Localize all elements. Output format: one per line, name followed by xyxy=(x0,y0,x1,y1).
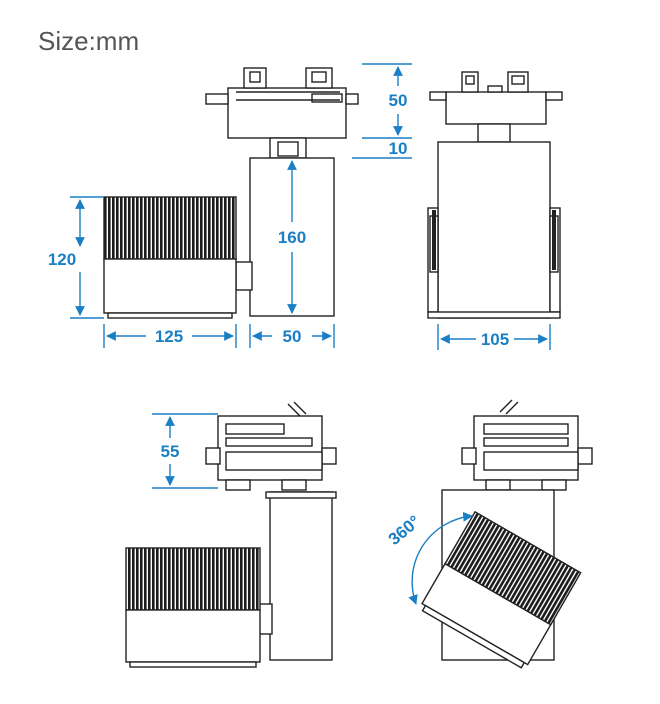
size-title: Size:mm xyxy=(38,26,140,56)
front-connector xyxy=(477,123,511,143)
front-track-adapter xyxy=(429,71,563,125)
dim-top-adapter-height: 55 xyxy=(161,442,180,461)
bottom-side-lamp-head xyxy=(125,547,261,668)
dim-adapter-gap: 10 xyxy=(389,139,408,158)
dim-arm-width: 50 xyxy=(283,327,302,346)
dim-rotation: 360° xyxy=(385,512,424,549)
bottom-side-adapter xyxy=(205,401,337,491)
dim-front-width: 105 xyxy=(481,330,509,349)
front-view xyxy=(427,71,563,319)
rotated-view xyxy=(421,399,593,669)
dim-adapter-height: 50 xyxy=(389,91,408,110)
dim-arm-height: 160 xyxy=(278,228,306,247)
side-view xyxy=(103,67,359,319)
side-track-adapter xyxy=(205,67,359,139)
dimension-labels: 120 125 50 160 50 10 105 55 360° xyxy=(48,91,509,549)
dim-head-width: 125 xyxy=(155,327,183,346)
side-pivot xyxy=(235,261,253,291)
dim-head-height: 120 xyxy=(48,250,76,269)
side-lamp-head xyxy=(103,196,237,319)
front-arm xyxy=(437,141,551,319)
bottom-side-view xyxy=(125,401,337,668)
bottom-side-arm xyxy=(269,491,333,661)
dimension-lines xyxy=(70,63,551,605)
rotated-adapter xyxy=(461,399,593,491)
